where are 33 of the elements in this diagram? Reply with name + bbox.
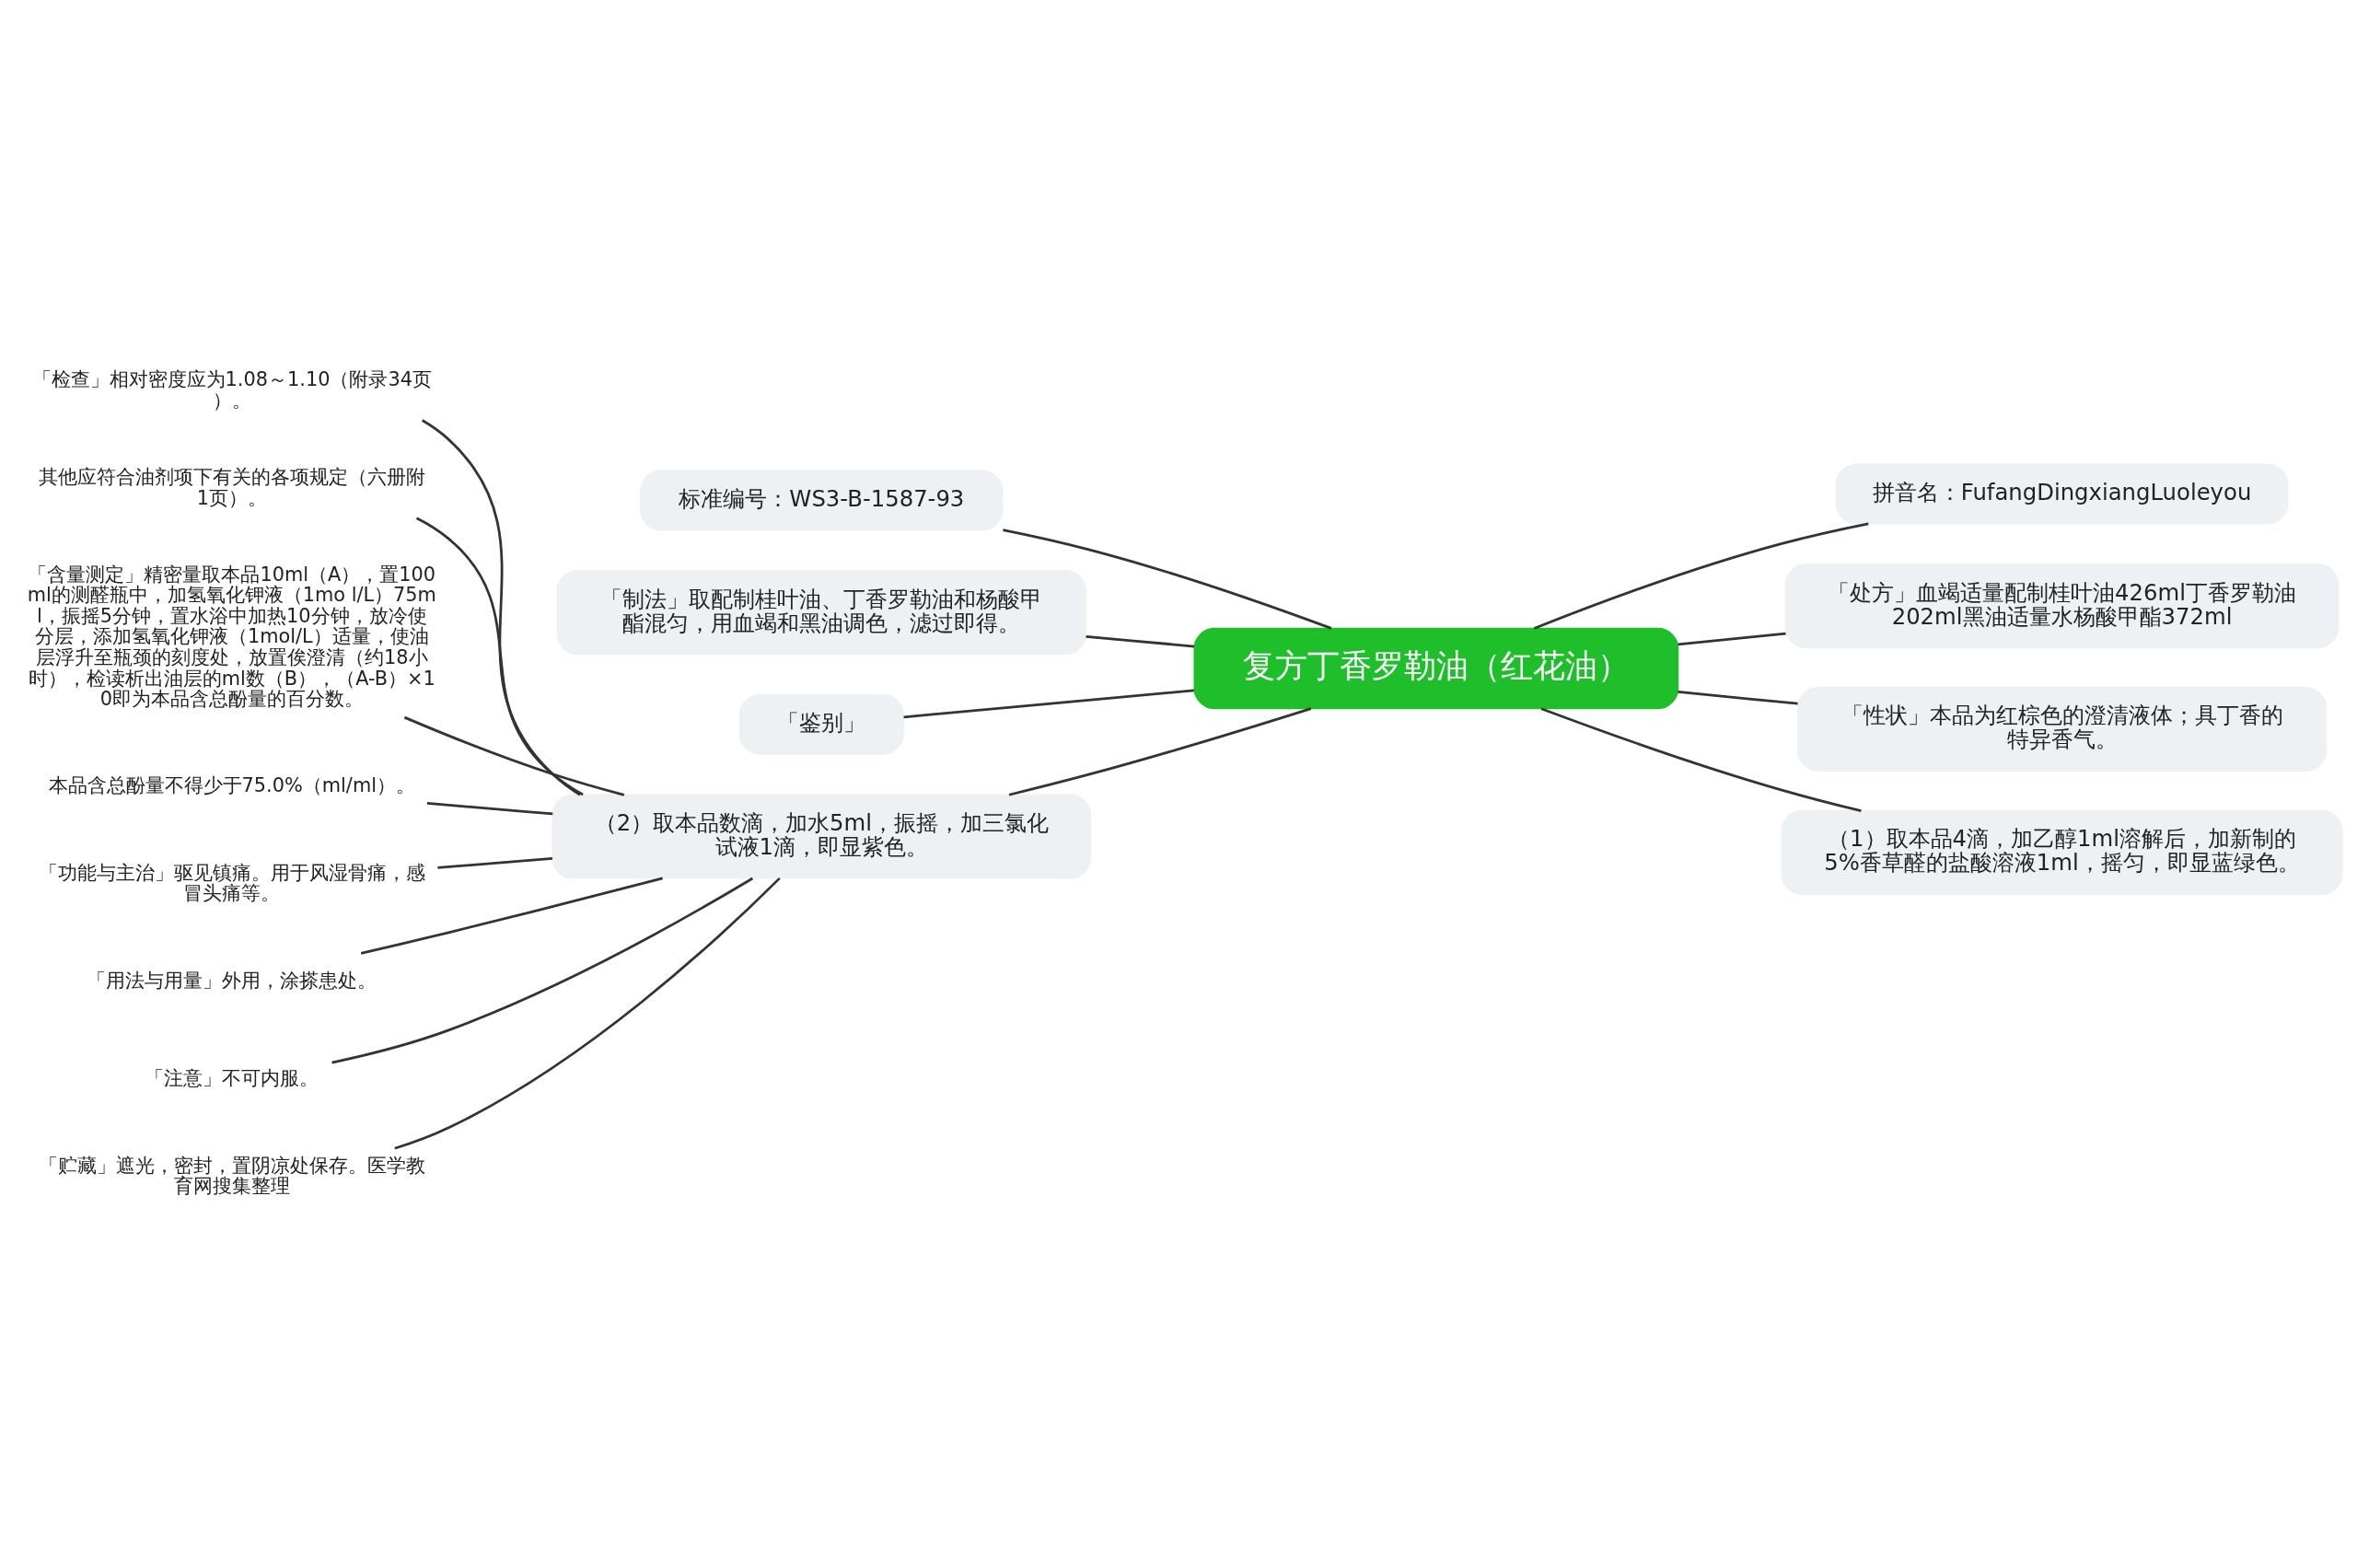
connector xyxy=(403,715,625,796)
connector xyxy=(1008,706,1312,796)
connector xyxy=(903,689,1194,718)
node-text: 「用法与用量」外用，涂搽患处。 xyxy=(87,969,377,992)
connector xyxy=(1678,632,1786,645)
node-box: 拼音名：FufangDingxiangLuoleyou xyxy=(1835,462,2289,524)
node-box: 「制法」取配制桂叶油、丁香罗勒油和杨酸甲酯混匀，用血竭和黑油调色，滤过即得。 xyxy=(556,569,1087,655)
connector xyxy=(331,877,754,1063)
node-text: 「功能与主治」驱见镇痛。用于风湿骨痛，感冒头痛等。 xyxy=(38,861,425,904)
node-box: （2）取本品数滴，加水5ml，振摇，加三氯化试液1滴，即显紫色。 xyxy=(552,793,1092,879)
node-text: 「含量测定」精密量取本品10ml（A），置100ml的测醛瓶中，加氢氧化钾液（1mo l/L）75ml，振摇5分钟，置水浴中加热10分钟，放冷使分层，添加氢氧化钾液（1mol/L）适量，使油层浮升至瓶颈的刻度处，放置俟澄清（约18小时），检读析出油层的ml数（B），（A-B）×10即为本品含总酚量的百分数。 xyxy=(27,563,436,710)
node-box: 「性状」本品为红棕色的澄清液体；具丁香的特异香气。 xyxy=(1796,686,2328,772)
connector xyxy=(1533,521,1869,630)
connector xyxy=(360,876,663,955)
connector xyxy=(1540,706,1862,812)
connector xyxy=(1003,528,1332,630)
connector xyxy=(1086,634,1195,647)
connector xyxy=(415,517,584,796)
connector xyxy=(394,877,781,1150)
node-text: 「检查」相对密度应为1.08～1.10（附录34页）。 xyxy=(31,367,432,412)
node-text: 本品含总酚量不得少于75.0%（ml/ml）。 xyxy=(48,773,415,796)
connector xyxy=(421,418,581,796)
node-box: 「处方」血竭适量配制桂叶油426ml丁香罗勒油202ml黑油适量水杨酸甲酯372ml xyxy=(1784,563,2340,648)
node-text: 「贮藏」遮光，密封，置阴凉处保存。医学教育网搜集整理 xyxy=(38,1154,425,1197)
node-text: 「注意」不可内服。 xyxy=(145,1066,319,1089)
connector xyxy=(1678,690,1798,705)
node-box: 标准编号：WS3-B-1587-93 xyxy=(640,469,1004,530)
connector xyxy=(426,801,553,815)
node-box: （1）取本品4滴，加乙醇1ml溶解后，加新制的5%香草醛的盐酸溶液1ml，摇匀，即显蓝绿色。 xyxy=(1781,809,2343,895)
node-box: 复方丁香罗勒油（红花油） xyxy=(1193,627,1679,709)
node-text: 其他应符合油剂项下有关的各项规定（六册附1页）。 xyxy=(38,465,425,509)
connector xyxy=(437,856,553,869)
node-box: 「鉴别」 xyxy=(738,693,904,755)
